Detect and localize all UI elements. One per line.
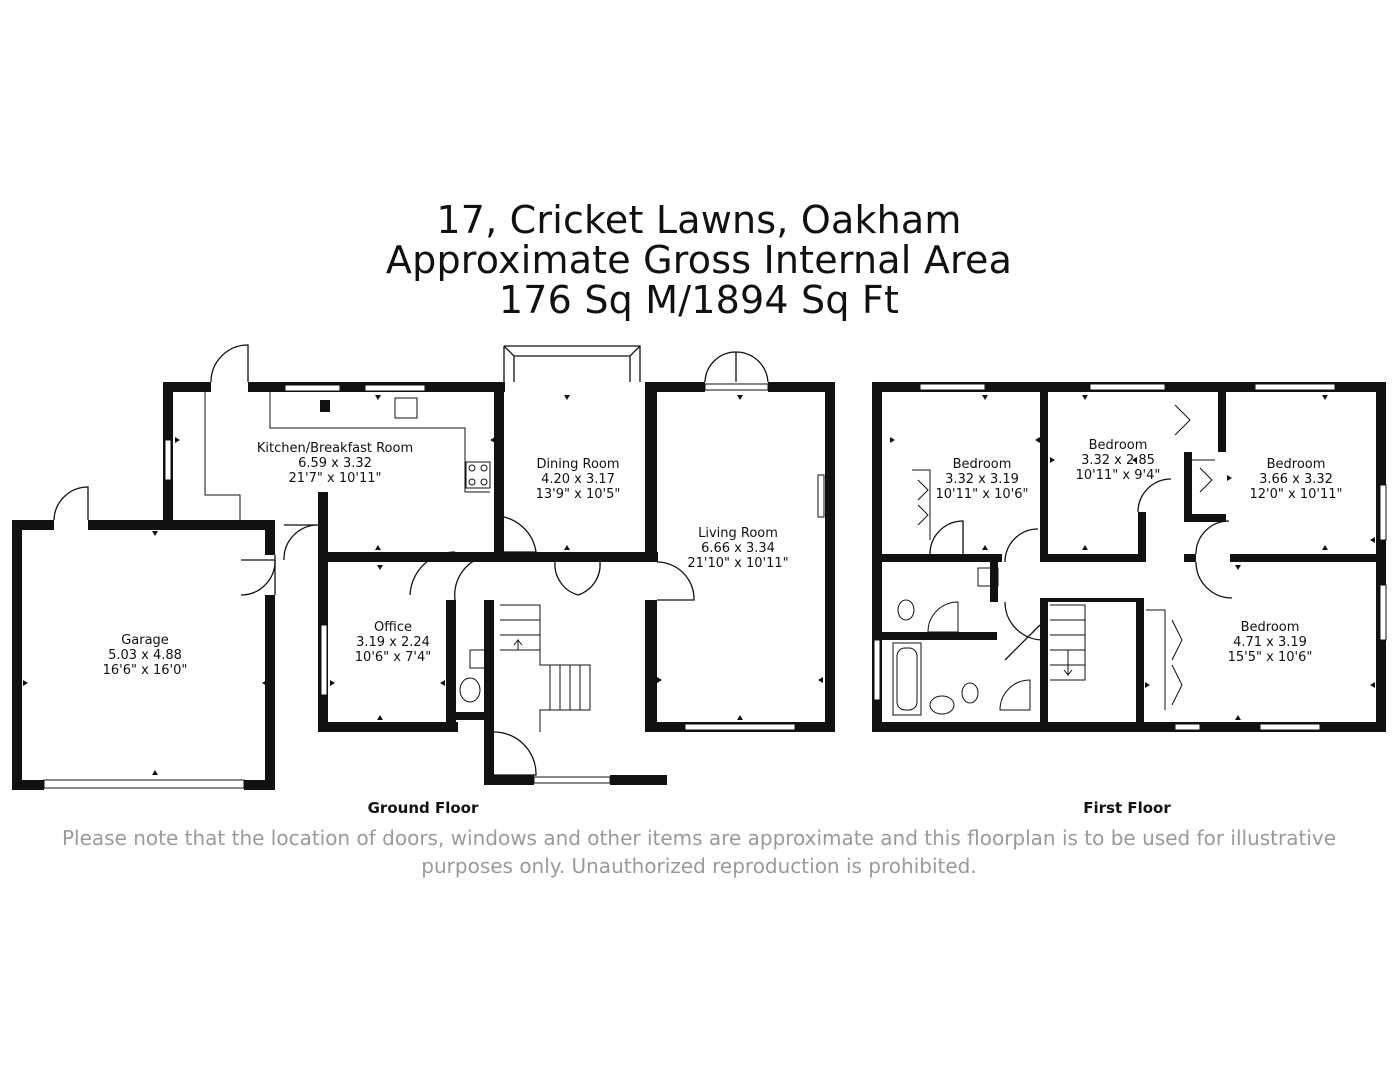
bedroom-1-name: Bedroom — [953, 457, 1012, 472]
kitchen-walls — [163, 344, 505, 525]
utility-walls — [163, 492, 328, 732]
ground-floor-measure-ticks — [23, 395, 823, 775]
ground-floor-plan — [12, 344, 835, 790]
area-title: Approximate Gross Internal Area — [385, 238, 1013, 282]
bedroom-4-imperial: 15'5" x 10'6" — [1228, 650, 1313, 665]
bedroom-2-name: Bedroom — [1089, 438, 1148, 453]
bedroom-2-label: Bedroom 3.32 x 2.85 10'11" x 9'4" — [1076, 438, 1161, 483]
bedroom-1-metric: 3.32 x 3.19 — [945, 472, 1019, 487]
kitchen-metric: 6.59 x 3.32 — [298, 456, 372, 471]
kitchen-label: Kitchen/Breakfast Room 6.59 x 3.32 21'7"… — [257, 441, 413, 486]
bedroom-2-imperial: 10'11" x 9'4" — [1076, 468, 1161, 483]
garage-name: Garage — [121, 633, 169, 648]
office-label: Office 3.19 x 2.24 10'6" x 7'4" — [355, 620, 431, 665]
bedroom-4-name: Bedroom — [1241, 620, 1300, 635]
dining-walls — [493, 345, 657, 562]
bedroom-3-name: Bedroom — [1267, 457, 1326, 472]
disclaimer-line-1: Please note that the location of doors, … — [61, 826, 1337, 850]
disclaimer-line-2: purposes only. Unauthorized reproduction… — [421, 854, 977, 878]
bedroom-4-metric: 4.71 x 3.19 — [1233, 635, 1307, 650]
bedroom-3-imperial: 12'0" x 10'11" — [1250, 487, 1343, 502]
kitchen-name: Kitchen/Breakfast Room — [257, 441, 413, 456]
living-walls — [645, 351, 835, 732]
garage-label: Garage 5.03 x 4.88 16'6" x 16'0" — [103, 633, 188, 678]
first-floor-plan — [872, 382, 1387, 732]
office-imperial: 10'6" x 7'4" — [355, 650, 431, 665]
dining-imperial: 13'9" x 10'5" — [536, 487, 621, 502]
garage-imperial: 16'6" x 16'0" — [103, 663, 188, 678]
office-name: Office — [374, 620, 412, 635]
living-name: Living Room — [698, 526, 778, 541]
dining-label: Dining Room 4.20 x 3.17 13'9" x 10'5" — [536, 457, 621, 502]
disclaimer: Please note that the location of doors, … — [60, 824, 1338, 880]
area-value: 176 Sq M/1894 Sq Ft — [498, 278, 900, 322]
first-floor-label: First Floor — [1083, 799, 1171, 817]
living-metric: 6.66 x 3.34 — [701, 541, 775, 556]
bedroom-2-metric: 3.32 x 2.85 — [1081, 453, 1155, 468]
kitchen-imperial: 21'7" x 10'11" — [289, 471, 382, 486]
bedroom-3-label: Bedroom 3.66 x 3.32 12'0" x 10'11" — [1250, 457, 1343, 502]
bedroom-1-imperial: 10'11" x 10'6" — [936, 487, 1029, 502]
bedroom-3-metric: 3.66 x 3.32 — [1259, 472, 1333, 487]
bedroom-1-label: Bedroom 3.32 x 3.19 10'11" x 10'6" — [936, 457, 1029, 502]
address-title: 17, Cricket Lawns, Oakham — [436, 198, 962, 242]
garage-metric: 5.03 x 4.88 — [108, 648, 182, 663]
dining-metric: 4.20 x 3.17 — [541, 472, 615, 487]
living-label: Living Room 6.66 x 3.34 21'10" x 10'11" — [687, 526, 788, 571]
dining-name: Dining Room — [536, 457, 619, 472]
living-imperial: 21'10" x 10'11" — [687, 556, 788, 571]
ground-floor-label: Ground Floor — [368, 799, 479, 817]
plan-title: 17, Cricket Lawns, Oakham Approximate Gr… — [0, 200, 1398, 320]
office-hall-walls — [318, 551, 667, 785]
office-metric: 3.19 x 2.24 — [356, 635, 430, 650]
bedroom-4-label: Bedroom 4.71 x 3.19 15'5" x 10'6" — [1228, 620, 1313, 665]
